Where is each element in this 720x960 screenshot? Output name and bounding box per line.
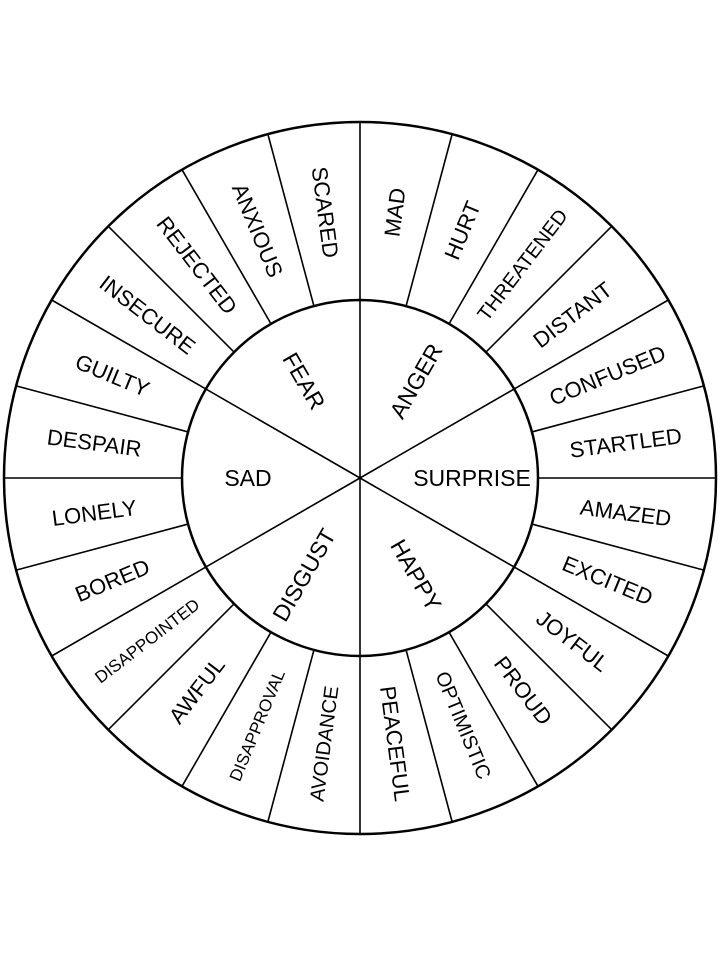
feeling-divider <box>181 169 272 325</box>
feeling-guilty: GUILTY <box>72 349 154 402</box>
feeling-distant: DISTANT <box>528 277 617 353</box>
feeling-lonely: LONELY <box>50 495 138 531</box>
feeling-despair: DESPAIR <box>46 424 143 461</box>
feeling-mad: MAD <box>379 186 410 238</box>
feeling-divider <box>485 225 613 353</box>
feeling-divider <box>405 133 453 307</box>
feeling-divider <box>15 523 189 571</box>
feeling-disapproval: DISAPPROVAL <box>226 667 289 784</box>
feeling-insecure: INSECURE <box>95 270 200 359</box>
feeling-joyful: JOYFUL <box>532 606 614 677</box>
feeling-divider <box>267 133 315 307</box>
feeling-divider <box>267 649 315 823</box>
feeling-divider <box>448 631 539 787</box>
feeling-anxious: ANXIOUS <box>227 180 288 281</box>
feeling-divider <box>531 523 705 571</box>
feeling-avoidance: AVOIDANCE <box>307 685 344 803</box>
feeling-disappointed: DISAPPOINTED <box>91 595 203 687</box>
feeling-peaceful: PEACEFUL <box>375 684 415 802</box>
feeling-startled: STARTLED <box>568 423 683 463</box>
feeling-divider <box>15 385 189 433</box>
feeling-threatened: THREATENED <box>474 205 573 325</box>
feeling-divider <box>531 385 705 433</box>
feeling-optimistic: OPTIMISTIC <box>430 669 494 783</box>
core-emotion-disgust: DISGUST <box>267 524 341 626</box>
feeling-divider <box>181 631 272 787</box>
feeling-divider <box>107 603 235 731</box>
core-divider <box>359 477 669 657</box>
core-divider <box>51 477 361 657</box>
feeling-divider <box>448 169 539 325</box>
feeling-divider <box>107 225 235 353</box>
feeling-divider <box>405 649 453 823</box>
core-emotion-fear: FEAR <box>277 348 330 414</box>
feeling-rejected: REJECTED <box>152 212 243 319</box>
feeling-bored: BORED <box>71 554 153 607</box>
core-divider <box>359 299 669 479</box>
core-emotion-sad: SAD <box>224 465 271 491</box>
core-emotion-happy: HAPPY <box>385 535 447 616</box>
core-divider <box>51 299 361 479</box>
core-emotion-anger: ANGER <box>384 339 447 423</box>
feeling-divider <box>485 603 613 731</box>
feeling-hurt: HURT <box>439 198 485 264</box>
core-emotion-surprise: SURPRISE <box>413 465 531 491</box>
feeling-scared: SCARED <box>307 165 344 259</box>
feeling-amazed: AMAZED <box>579 495 673 532</box>
